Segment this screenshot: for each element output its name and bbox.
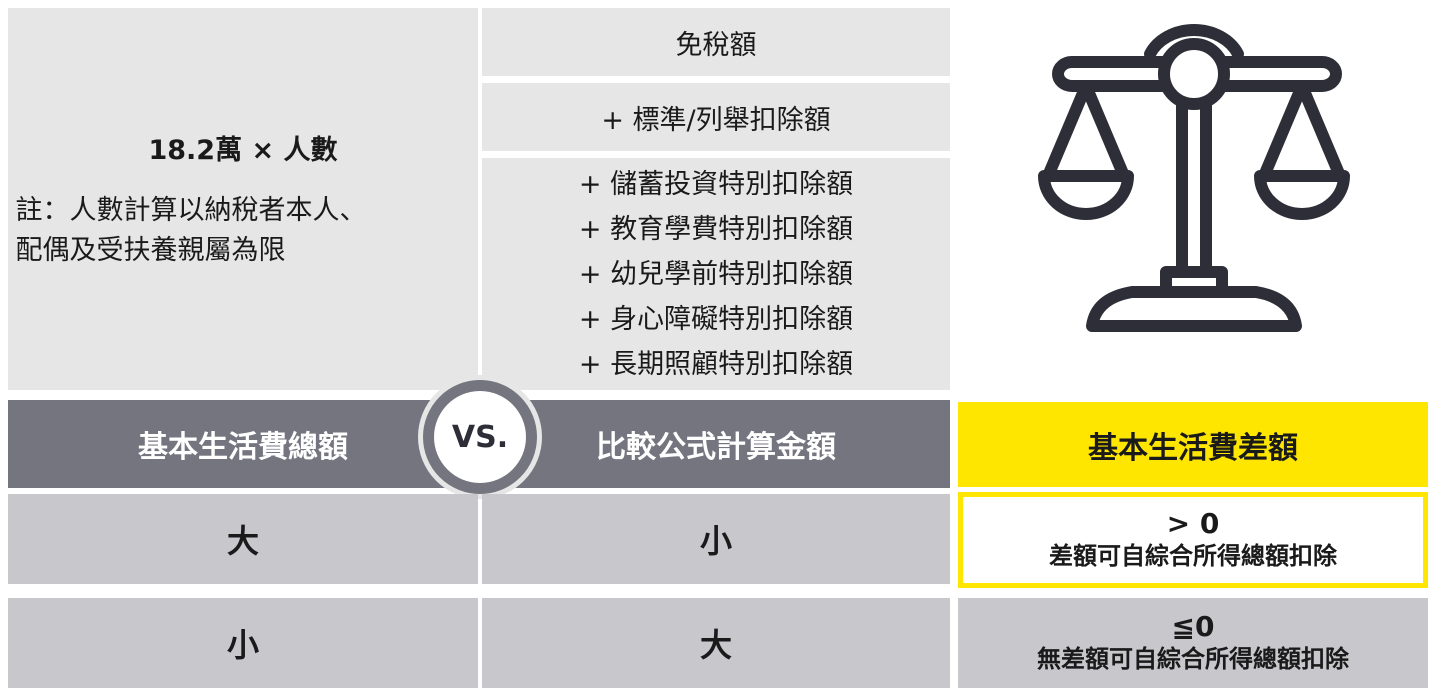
headcount-note: 註：人數計算以納稅者本人、 配偶及受扶養親屬為限	[16, 191, 471, 271]
headcount-note-line2: 配偶及受扶養親屬為限	[15, 234, 286, 266]
special-deductions-cell: + 儲蓄投資特別扣除額 + 教育學費特別扣除額 + 幼兒學前特別扣除額 + 身心…	[482, 158, 950, 390]
balance-scale-icon	[1038, 23, 1350, 332]
special-deductions-list: + 儲蓄投資特別扣除額 + 教育學費特別扣除額 + 幼兒學前特別扣除額 + 身心…	[579, 162, 853, 387]
header-basic-living-cost-total: 基本生活費總額	[8, 400, 478, 488]
living-cost-formula: 18.2萬 × 人數	[148, 134, 338, 166]
special-deduction-item: + 長期照顧特別扣除額	[578, 348, 854, 380]
header-comparison-amount: 比較公式計算金額	[482, 400, 950, 488]
special-deduction-item: + 幼兒學前特別扣除額	[578, 258, 854, 290]
row2-comparison-cell: 大	[482, 598, 950, 688]
row1-living-cost-cell: 大	[8, 494, 478, 584]
special-deduction-item: + 身心障礙特別扣除額	[578, 303, 854, 335]
special-deduction-item: + 教育學費特別扣除額	[578, 213, 854, 245]
tax-free-amount-cell: 免稅額	[482, 8, 950, 76]
special-deduction-item: + 儲蓄投資特別扣除額	[578, 168, 854, 200]
row2-result-sign: ≦0	[1171, 610, 1215, 643]
row2-result-cell: ≦0 無差額可自綜合所得總額扣除	[958, 598, 1428, 688]
headcount-note-line1: 註：人數計算以納稅者本人、	[15, 194, 367, 226]
vs-label: VS.	[434, 391, 526, 483]
basic-living-cost-formula-panel: 18.2萬 × 人數 註：人數計算以納稅者本人、 配偶及受扶養親屬為限	[8, 8, 478, 390]
row1-comparison-cell: 小	[482, 494, 950, 584]
row2-result-description: 無差額可自綜合所得總額扣除	[1037, 645, 1349, 673]
row1-result-cell: > 0 差額可自綜合所得總額扣除	[958, 492, 1428, 588]
row2-living-cost-cell: 小	[8, 598, 478, 688]
vs-badge: VS.	[418, 375, 542, 499]
standard-deduction-cell: + 標準/列舉扣除額	[482, 83, 950, 151]
header-basic-living-cost-difference: 基本生活費差額	[958, 402, 1428, 487]
row1-result-description: 差額可自綜合所得總額扣除	[1049, 542, 1337, 570]
row1-result-sign: > 0	[1166, 507, 1220, 540]
